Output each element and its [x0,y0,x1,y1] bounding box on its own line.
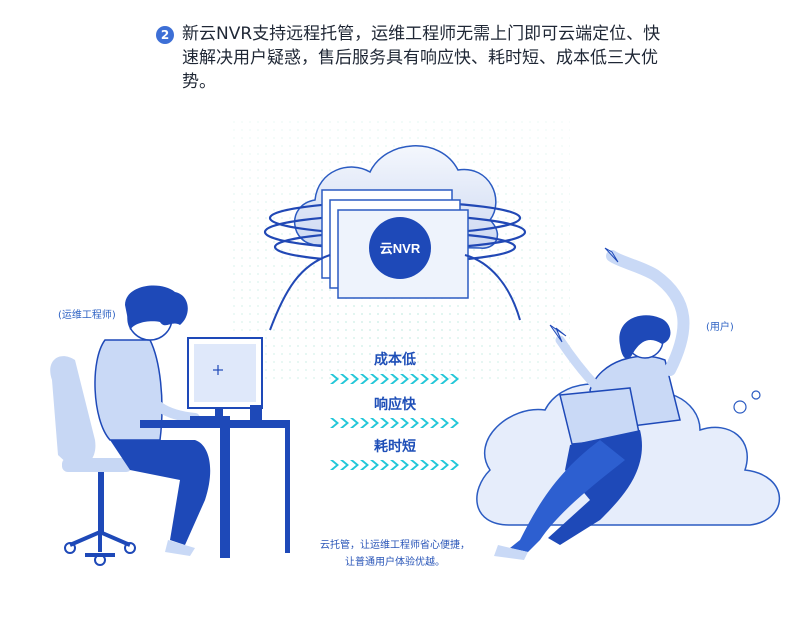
user-illustration [476,247,781,560]
bottom-note-line-2: 让普通用户体验优越。 [345,557,445,568]
arc-left [269,254,331,331]
arc-right [464,254,521,321]
intro-text: 新云NVR支持远程托管，运维工程师无需上门即可云端定位、快速解决用户疑惑，售后服… [182,24,661,92]
flow-label-response: 响应快 [374,397,416,413]
nvr-badge [369,217,431,279]
engineer-illustration [50,285,290,566]
flow-label-time: 耗时短 [374,439,416,455]
engineer-tag: (运维工程师) [58,310,116,321]
user-tag: (用户) [706,322,734,333]
flow-arrows [330,374,459,470]
bottom-note: 云托管，让运维工程师省心便捷， 让普通用户体验优越。 [300,537,490,571]
step-number-badge: 2 [156,26,174,44]
flow-label-cost: 成本低 [374,352,416,368]
bottom-note-line-1: 云托管，让运维工程师省心便捷， [320,540,470,551]
cloud-label: 云NVR [380,241,421,256]
